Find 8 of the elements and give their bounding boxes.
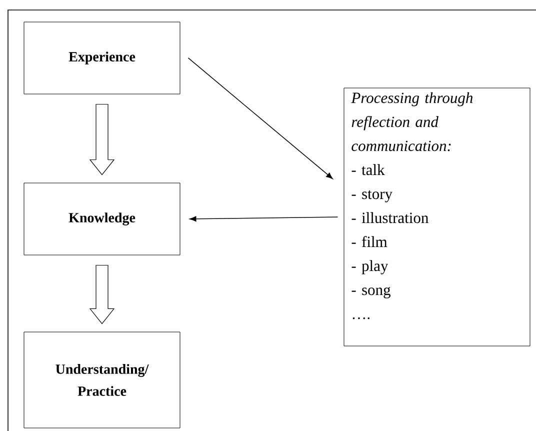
process-box: Knowledge [24, 182, 180, 256]
process-box: Understanding/ Practice [24, 332, 180, 428]
block-arrow [89, 104, 115, 176]
process-box: Experience [24, 22, 180, 94]
block-arrow [89, 264, 115, 324]
arrow [188, 58, 333, 180]
list-box: Processing through reflection and communication: - talk - story - illustration - film - play - song …. [344, 88, 530, 346]
arrow [190, 216, 338, 222]
